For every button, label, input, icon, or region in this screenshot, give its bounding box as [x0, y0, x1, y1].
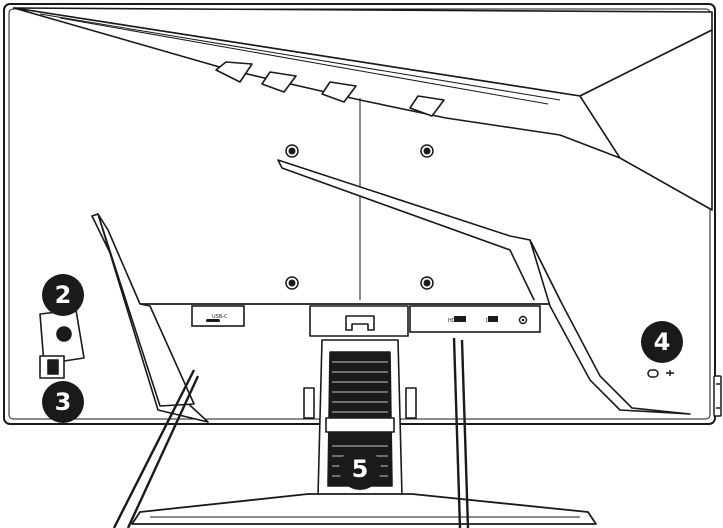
audio-jack	[521, 318, 525, 322]
kensington-slot	[647, 369, 659, 378]
video-port-module: HDMI™ DP	[409, 305, 541, 333]
callout-2-label: 2	[55, 281, 72, 309]
stand-release-tab	[345, 315, 375, 331]
top-styling-band	[13, 7, 713, 211]
vesa-mount-holes	[285, 144, 434, 290]
lock-icon	[666, 370, 674, 376]
callout-2: 2	[42, 274, 84, 316]
callout-4: 4	[641, 321, 683, 363]
power-connector	[56, 326, 72, 342]
dp-port	[488, 316, 498, 322]
hdmi-port	[454, 316, 466, 322]
stand-base	[131, 493, 597, 525]
right-fin	[529, 239, 691, 415]
usb-c-port-module: USB-C	[191, 305, 245, 327]
usb-c-port	[206, 319, 220, 322]
stand-legs	[112, 337, 470, 528]
mount-hole-bottom-left	[285, 276, 299, 290]
side-edge-detail	[713, 375, 722, 417]
mount-hole-top-right	[420, 144, 434, 158]
callout-4-label: 4	[654, 328, 671, 356]
mount-hole-bottom-right	[420, 276, 434, 290]
callout-3: 3	[42, 381, 84, 423]
callout-5-label: 5	[352, 455, 369, 483]
mount-hole-top-left	[285, 144, 299, 158]
callout-5: 5	[339, 448, 381, 490]
power-switch-rocker	[47, 359, 59, 375]
kensington-lock-area	[647, 369, 674, 378]
usb-c-label: USB-C	[212, 314, 228, 320]
callout-3-label: 3	[55, 388, 72, 416]
left-fin	[91, 213, 209, 423]
power-area	[39, 309, 85, 379]
